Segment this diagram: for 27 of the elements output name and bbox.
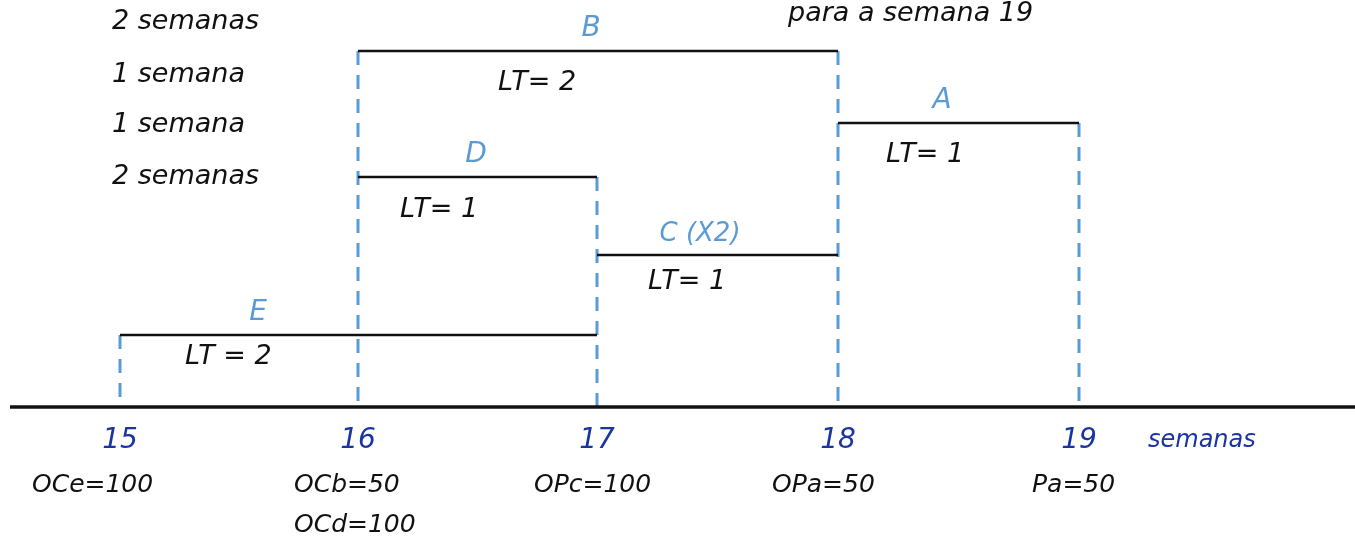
task-letter: E (249, 296, 267, 327)
task-letter: B (581, 12, 601, 43)
lead-time-label: LT = 2 (185, 340, 272, 370)
lead-time-label: LT= 1 (886, 138, 965, 168)
duration-text: 1 semana (112, 58, 245, 88)
duration-text: 1 semana (112, 108, 245, 138)
task-letter: C (X2) (659, 218, 741, 247)
axis-tick-label: 16 (340, 424, 376, 455)
duration-text: 2 semanas (112, 5, 259, 35)
duration-text: 2 semanas (112, 160, 259, 190)
order-label: OCe=100 (32, 470, 154, 498)
axis-tick-label: 19 (1061, 424, 1097, 455)
order-label: OCd=100 (294, 510, 416, 538)
order-label: Pa=50 (1032, 470, 1116, 498)
lead-time-label: LT= 1 (400, 193, 479, 223)
axis-tick-label: 17 (579, 424, 615, 455)
task-letter: D (465, 138, 487, 169)
axis-tick-label: 15 (102, 424, 138, 455)
order-label: OPc=100 (534, 470, 652, 498)
task-letter: A (932, 84, 952, 115)
axis-tick-label: 18 (820, 424, 856, 455)
order-label: OPa=50 (772, 470, 875, 498)
order-label: OCb=50 (294, 470, 400, 498)
lead-time-label: LT= 2 (498, 66, 577, 96)
lead-time-label: LT= 1 (648, 265, 727, 295)
note-text: para a semana 19 (788, 0, 1034, 27)
axis-title: semanas (1148, 426, 1256, 453)
